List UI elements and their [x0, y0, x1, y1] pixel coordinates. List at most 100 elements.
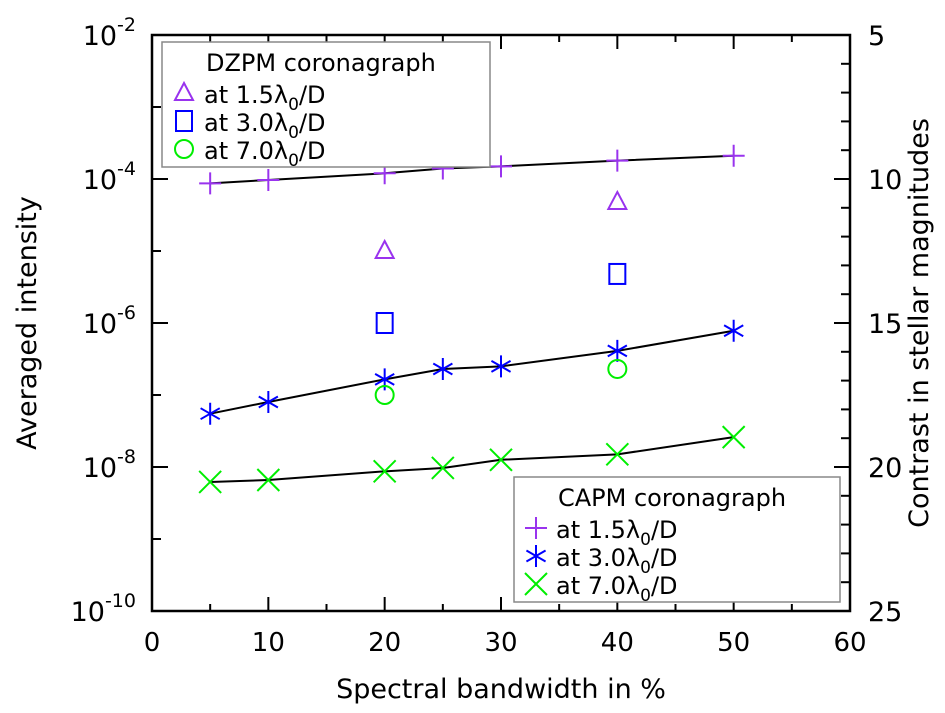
data-point-dzpm-square [608, 262, 627, 285]
legend-box [161, 41, 491, 168]
y-tick-exponent: -4 [117, 158, 136, 180]
legend-entry-label: at 7.0λ0/D [556, 572, 678, 606]
data-point-capm-cross [198, 470, 222, 494]
x-tick-label: 30 [484, 628, 517, 658]
legend-box [513, 476, 841, 603]
y-tick-exponent: -10 [105, 590, 136, 612]
legend-asterisk-icon [525, 545, 547, 567]
legend-entry-subscript: 0 [288, 123, 299, 143]
data-point-capm-cross [489, 448, 513, 472]
legend-entry-subscript: 0 [288, 151, 299, 171]
lambda-symbol: λ [626, 516, 640, 544]
data-point-capm-cross [431, 456, 455, 480]
right-tick-label: 25 [868, 597, 902, 628]
legend-entry-text: at 7.0 [204, 137, 274, 165]
right-tick-label: 20 [868, 453, 902, 484]
data-point-capm-plus [490, 155, 512, 178]
data-markers [198, 144, 746, 494]
legend-entry-suffix: /D [299, 109, 326, 137]
y-axis-label: Averaged intensity [12, 196, 43, 450]
y-tick-base: 10 [83, 21, 117, 52]
legend-entry-text: at 1.5 [204, 81, 274, 109]
legend-entry-subscript: 0 [640, 558, 651, 578]
y-tick-exponent: -8 [117, 446, 136, 468]
legend-entry-text: at 7.0 [556, 572, 626, 600]
right-tick-label: 10 [868, 165, 902, 196]
data-point-dzpm-circle [374, 385, 395, 405]
y-tick-base: 10 [83, 165, 117, 196]
legend-title: DZPM coronagraph [206, 49, 436, 77]
right-tick-label: 5 [868, 21, 885, 52]
data-point-dzpm-triangle [606, 189, 628, 210]
y-tick-base: 10 [71, 597, 105, 628]
right-axis-label: Contrast in stellar magnitudes [904, 118, 935, 528]
legend-entry-label: at 3.0λ0/D [204, 109, 326, 143]
series-line-capm-asterisk [209, 329, 734, 415]
data-point-capm-asterisk [607, 339, 628, 362]
y-tick-label: 10-10 [71, 590, 136, 628]
y-tick-base: 10 [83, 309, 117, 340]
legend-entry-text: at 3.0 [204, 109, 274, 137]
x-tick-label: 50 [717, 628, 750, 658]
data-point-capm-cross [372, 459, 397, 484]
legend-entry-suffix: /D [299, 137, 326, 165]
data-point-capm-asterisk [723, 319, 744, 342]
legend-plus-icon [525, 517, 547, 539]
x-axis-label: Spectral bandwidth in % [336, 674, 666, 705]
lambda-symbol: λ [274, 137, 288, 165]
legend-entry-label: at 1.5λ0/D [556, 516, 678, 550]
right-tick-label: 15 [868, 309, 902, 340]
legend-entry-subscript: 0 [640, 530, 651, 550]
legend-entry-subscript: 0 [288, 95, 299, 115]
y-tick-label: 10-4 [83, 158, 136, 196]
x-tick-label: 40 [601, 628, 634, 658]
data-point-capm-asterisk [490, 355, 512, 378]
legend-circle-icon [174, 139, 194, 159]
data-point-capm-asterisk [374, 368, 395, 391]
legend-title: CAPM coronagraph [558, 484, 786, 512]
legend-entry-suffix: /D [651, 544, 678, 572]
y-tick-exponent: -2 [117, 14, 136, 36]
legend-entry-suffix: /D [651, 516, 678, 544]
x-tick-label: 20 [368, 628, 401, 658]
y-tick-label: 10-2 [83, 14, 136, 52]
data-point-capm-asterisk [200, 402, 221, 425]
lambda-symbol: λ [274, 81, 288, 109]
data-point-capm-plus [199, 172, 222, 195]
data-point-capm-asterisk [432, 357, 453, 380]
data-point-capm-cross [256, 468, 281, 492]
legend-square-icon [175, 110, 193, 132]
y-tick-label: 10-8 [83, 446, 136, 484]
lambda-symbol: λ [626, 544, 640, 572]
legend-entry-label: at 1.5λ0/D [204, 81, 326, 115]
x-tick-label: 0 [144, 628, 161, 658]
legend-entry-text: at 1.5 [556, 516, 626, 544]
legend-entry-suffix: /D [651, 572, 678, 600]
data-point-capm-cross [605, 442, 630, 467]
legend-triangle-icon [173, 80, 195, 101]
data-point-capm-asterisk [258, 390, 279, 413]
legend-entry-subscript: 0 [640, 586, 651, 606]
x-tick-label: 10 [252, 628, 285, 658]
series-lines [209, 154, 734, 483]
data-point-dzpm-circle [607, 358, 628, 379]
legend-entry-label: at 7.0λ0/D [204, 137, 326, 171]
legend-cross-icon [524, 572, 548, 596]
data-point-capm-plus [257, 168, 280, 191]
y-tick-exponent: -6 [117, 302, 136, 324]
legend-entry-label: at 3.0λ0/D [556, 544, 678, 578]
y-tick-base: 10 [83, 453, 117, 484]
legend-entry-suffix: /D [299, 81, 326, 109]
data-point-dzpm-square [375, 312, 394, 334]
lambda-symbol: λ [274, 109, 288, 137]
data-point-dzpm-triangle [374, 238, 396, 259]
x-tick-label: 60 [833, 628, 866, 658]
data-point-capm-plus [722, 144, 745, 167]
legend-entry-text: at 3.0 [556, 544, 626, 572]
data-point-capm-plus [606, 149, 629, 172]
